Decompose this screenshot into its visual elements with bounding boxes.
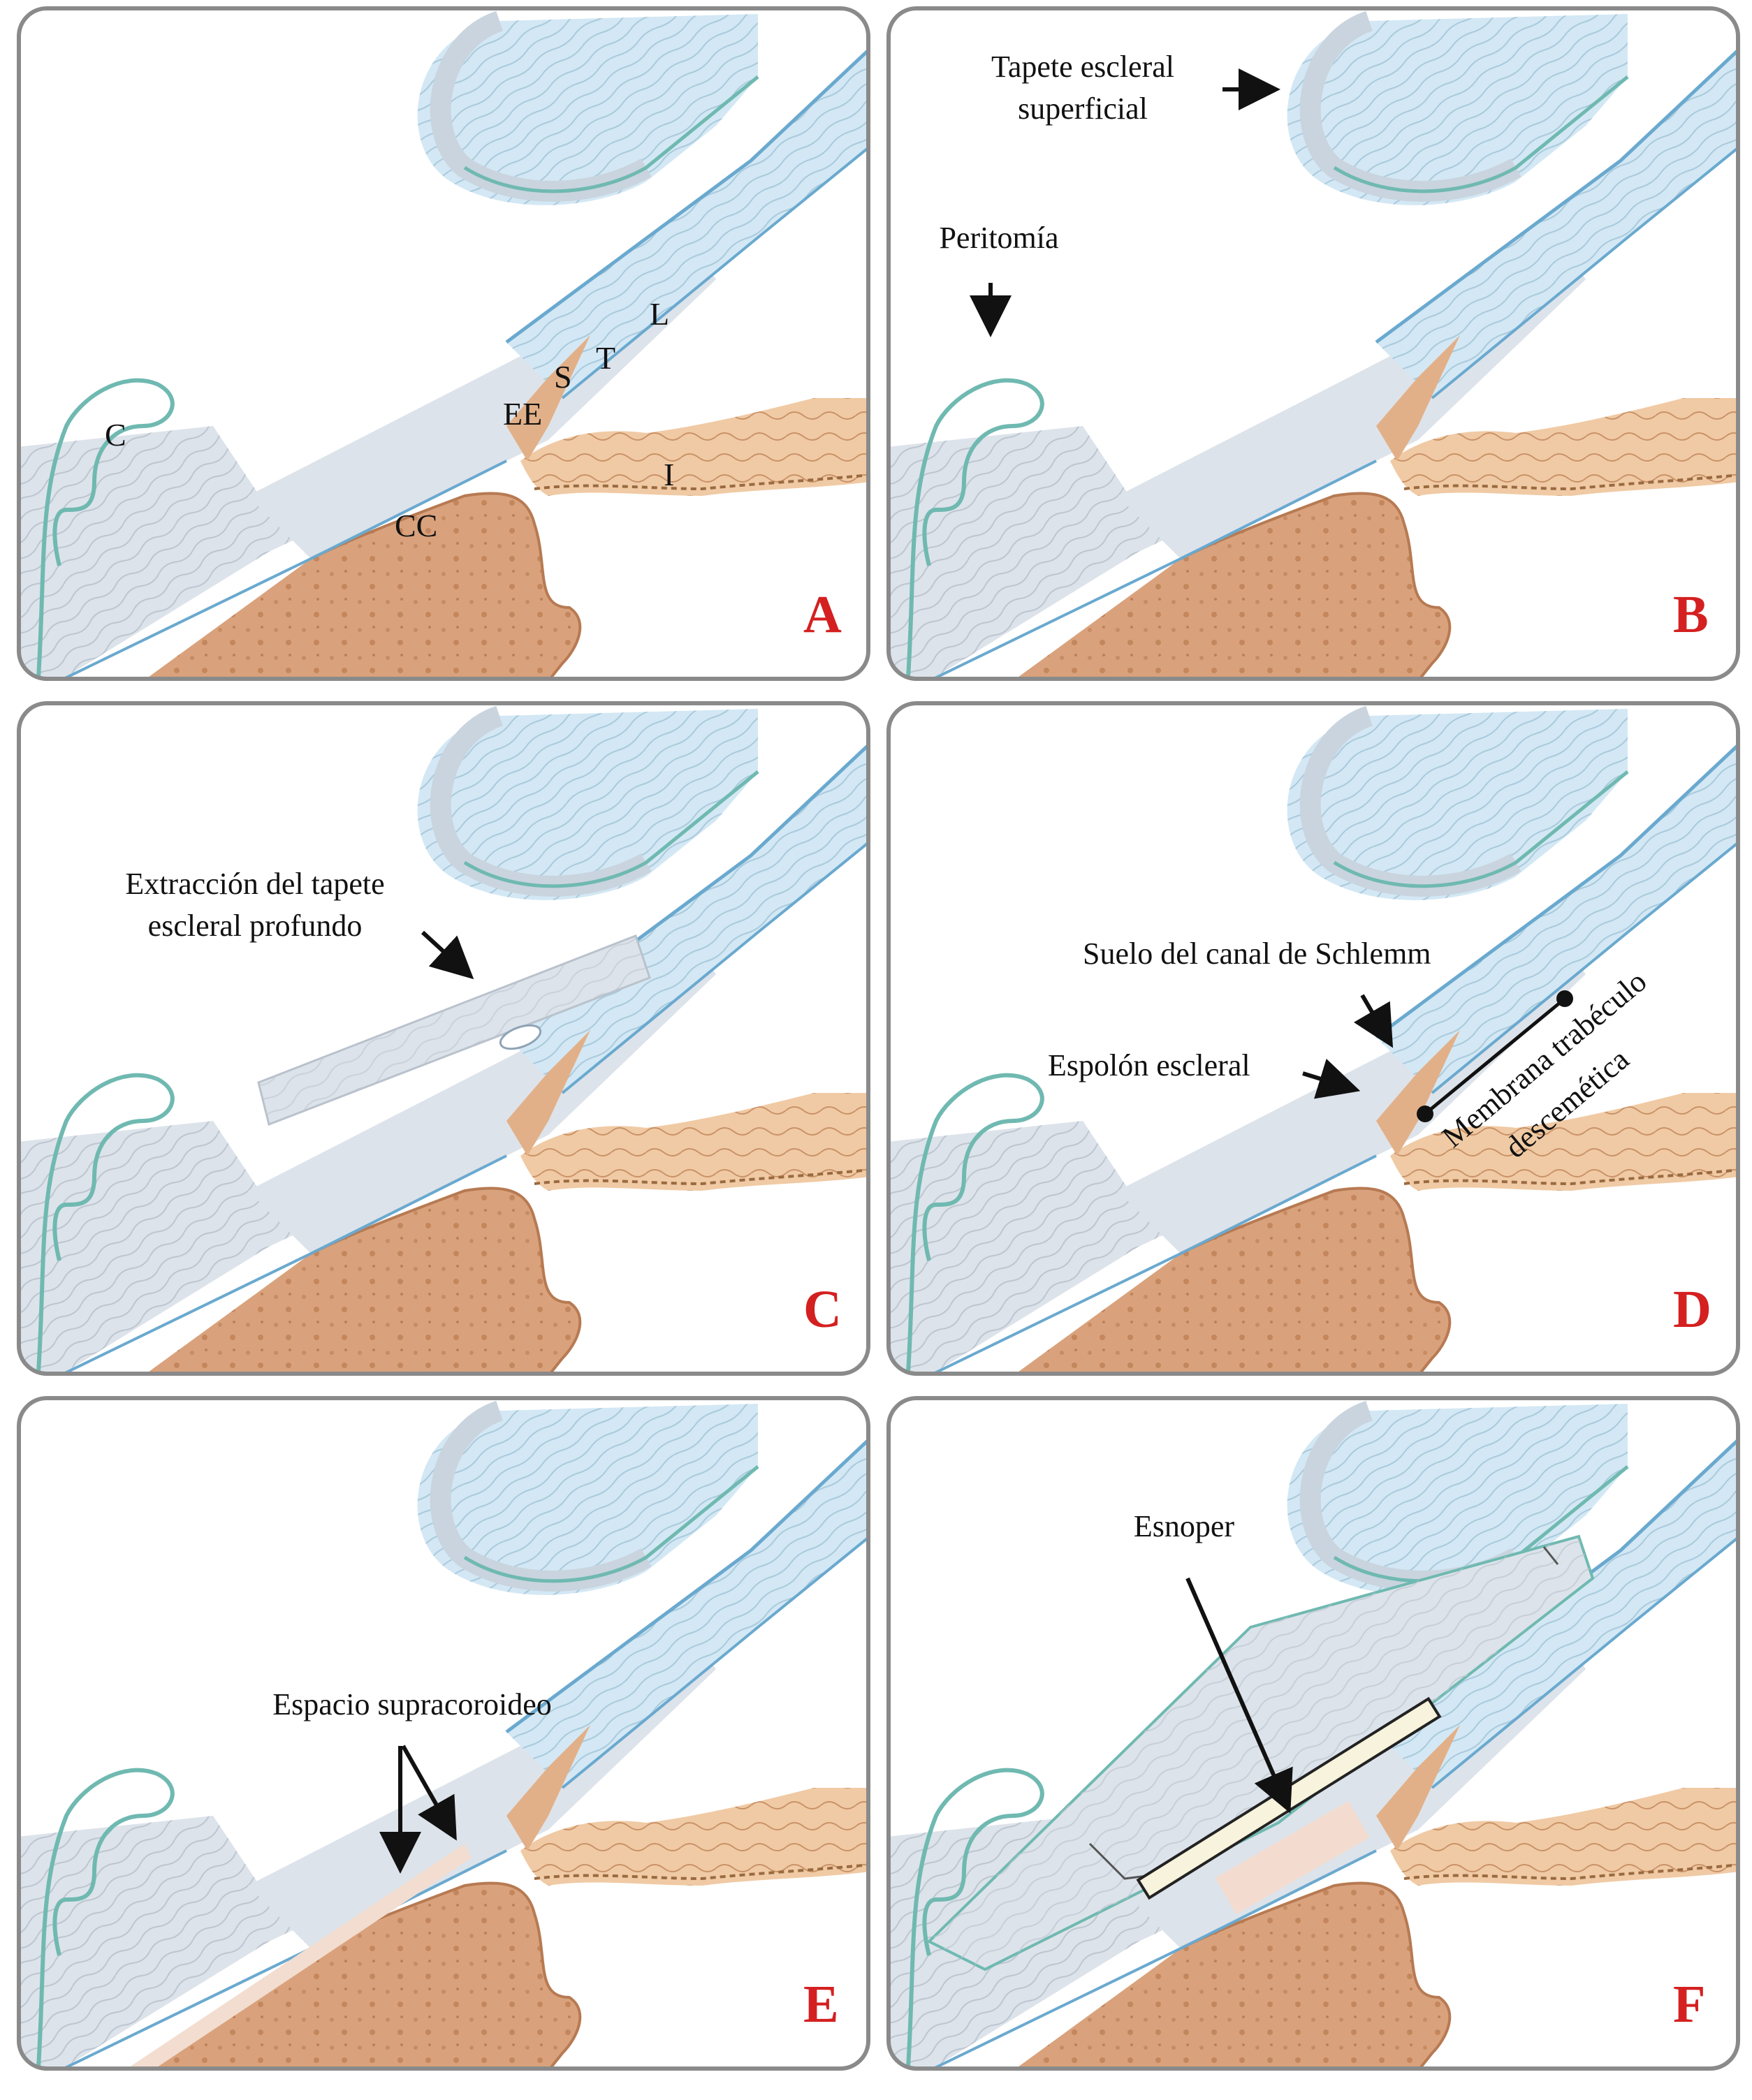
esnoper-arrow <box>1185 1577 1293 1814</box>
supracoroidal-space <box>129 1844 472 2067</box>
suelo-arrow <box>1353 994 1394 1048</box>
panel-c: Extracción del tapete escleral profundo … <box>17 701 870 1376</box>
tapete-label-line2: superficial <box>1018 91 1148 126</box>
panel-f-border <box>886 1396 1740 2071</box>
label-s: S <box>554 359 572 395</box>
peritomia-label: Peritomía <box>939 221 1058 255</box>
panel-d: Suelo del canal de Schlemm Espolón escle… <box>886 701 1740 1376</box>
esnoper-label: Esnoper <box>1134 1509 1235 1543</box>
suelo-label: Suelo del canal de Schlemm <box>1083 937 1431 971</box>
panel-c-border <box>17 701 870 1376</box>
panel-letter-a: A <box>803 585 842 644</box>
panel-f: Esnoper F <box>886 1396 1740 2071</box>
label-l: L <box>650 296 669 332</box>
panel-letter-d: D <box>1673 1280 1711 1339</box>
panel-letter-f: F <box>1673 1975 1705 2034</box>
membrana-line <box>1424 997 1566 1115</box>
panel-d-border <box>886 701 1740 1376</box>
espolon-label: Espolón escleral <box>1048 1048 1250 1082</box>
espacio-arrow-2 <box>401 1745 457 1841</box>
label-cc: CC <box>395 508 437 543</box>
espolon-arrow <box>1302 1058 1361 1099</box>
label-ee: EE <box>503 396 542 432</box>
label-t: T <box>596 340 615 376</box>
panel-a: C CC EE S T L I A <box>17 6 870 681</box>
panel-b-border <box>886 6 1740 681</box>
label-c: C <box>105 417 126 453</box>
label-i: I <box>664 457 674 492</box>
panel-b: Tapete escleral superficial Peritomía B <box>886 6 1740 681</box>
membrana-endpoint-bottom <box>1417 1106 1433 1122</box>
panel-letter-e: E <box>803 1975 839 2034</box>
membrana-endpoint-top <box>1556 990 1573 1007</box>
panel-letter-b: B <box>1673 585 1709 644</box>
extraccion-arrow <box>421 930 474 980</box>
panel-e: Espacio supracoroideo E <box>17 1396 870 2071</box>
extraccion-label-line1: Extracción del tapete <box>125 867 384 901</box>
espacio-label: Espacio supracoroideo <box>272 1687 552 1721</box>
panel-letter-c: C <box>803 1280 842 1339</box>
panel-a-border <box>17 6 870 681</box>
extraccion-label-line2: escleral profundo <box>148 909 363 943</box>
panel-e-border <box>17 1396 870 2071</box>
tapete-label-line1: Tapete escleral <box>991 50 1174 84</box>
